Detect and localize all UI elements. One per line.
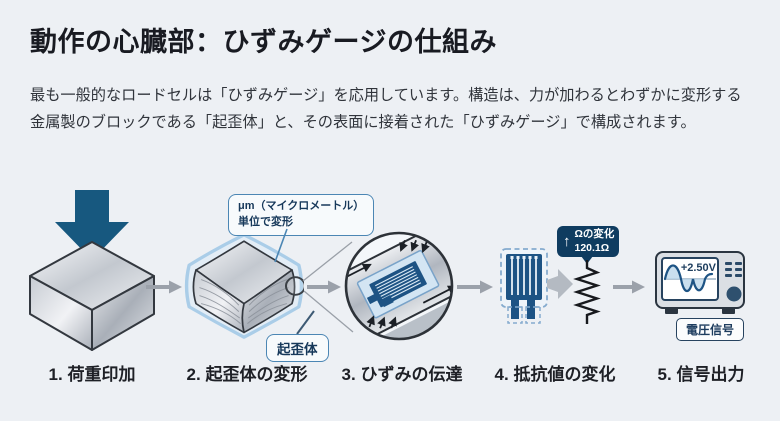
flow-arrow-icon — [613, 280, 645, 294]
strain-direction-arrows — [346, 239, 452, 329]
voltage-signal-label: 電圧信号 — [676, 318, 745, 341]
voltage-signal-text: 電圧信号 — [686, 323, 735, 337]
resistance-badge-line2: 120.1Ω — [574, 241, 610, 254]
intro-paragraph: 最も一般的なロードセルは「ひずみゲージ」を応用しています。構造は、力が加わるとわ… — [30, 87, 742, 132]
load-block-illustration — [29, 190, 155, 351]
resistance-badge-line1: Ωの変化 — [574, 228, 615, 241]
strain-gauge-icon — [356, 249, 440, 319]
scope-grille — [725, 262, 742, 277]
flexure-callout-connector — [296, 310, 315, 335]
micrometer-callout-line1: μm（マイクロメートル） — [238, 200, 365, 212]
taper-arrow-icon — [547, 269, 573, 299]
strain-lines — [199, 279, 289, 324]
step-label-5: 5. 信号出力 — [657, 365, 745, 384]
micrometer-callout-line2: 単位で変形 — [238, 215, 293, 228]
resistance-badge: ↑ Ωの変化 120.1Ω — [557, 226, 619, 257]
flow-arrow-icon — [307, 280, 341, 294]
step-label-1: 1. 荷重印加 — [48, 365, 136, 384]
magnify-target-circle — [284, 276, 304, 296]
step-label-2: 2. 起歪体の変形 — [186, 365, 308, 384]
gauge-element-illustration — [500, 248, 548, 324]
voltage-reading: +2.50V — [681, 262, 717, 274]
step-label-4: 4. 抵抗値の変化 — [494, 365, 616, 384]
page-title: 動作の心臓部：ひずみゲージの仕組み — [30, 27, 497, 57]
flow-arrow-icon — [146, 280, 182, 294]
flexure-callout: 起歪体 — [266, 334, 329, 362]
oscilloscope-icon: +2.50V — [655, 251, 745, 314]
flexure-callout-label: 起歪体 — [277, 342, 318, 357]
flexure-block-illustration — [184, 233, 304, 339]
micrometer-callout: μm（マイクロメートル） 単位で変形 — [228, 194, 375, 236]
up-arrow-icon: ↑ — [563, 233, 571, 250]
micrometer-callout-connector — [274, 228, 288, 263]
step-label-3: 3. ひずみの伝達 — [341, 365, 463, 384]
magnifier-circle-illustration — [344, 231, 454, 341]
magnifier-guide-lines — [302, 241, 354, 333]
scope-knob — [726, 286, 742, 302]
down-arrow-icon — [55, 190, 129, 260]
resistor-icon — [573, 260, 601, 324]
flow-arrow-icon — [457, 280, 493, 294]
